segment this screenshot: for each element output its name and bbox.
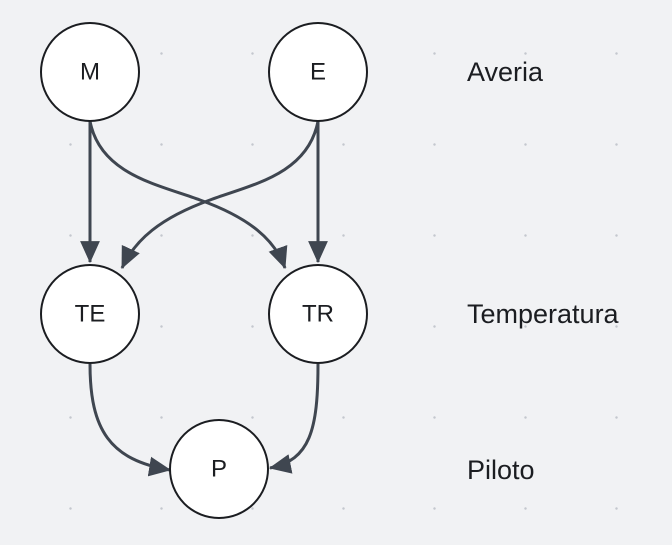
node-tr-circle	[268, 264, 368, 364]
node-e-circle	[268, 22, 368, 122]
node-te-label: TE	[75, 301, 106, 328]
edge-e-to-te	[120, 120, 320, 269]
level-labels: Averia Temperatura Piloto	[467, 57, 620, 485]
node-p-label: P	[211, 456, 227, 483]
node-m: M	[40, 22, 140, 122]
level-label-piloto: Piloto	[467, 455, 535, 485]
edge-te-to-p	[88, 363, 172, 477]
node-e: E	[268, 22, 368, 122]
edges	[80, 120, 328, 477]
level-label-averia: Averia	[467, 57, 544, 87]
level-label-temperatura: Temperatura	[467, 299, 620, 329]
node-tr-label: TR	[302, 301, 334, 328]
node-m-circle	[40, 22, 140, 122]
edge-tr-to-p	[268, 363, 320, 474]
node-e-label: E	[310, 59, 326, 86]
node-m-label: M	[80, 59, 100, 86]
node-te: TE	[40, 264, 140, 364]
edge-m-to-tr	[88, 120, 288, 270]
node-te-circle	[40, 264, 140, 364]
node-p-circle	[169, 419, 269, 519]
node-tr: TR	[268, 264, 368, 364]
node-p: P	[169, 419, 269, 519]
